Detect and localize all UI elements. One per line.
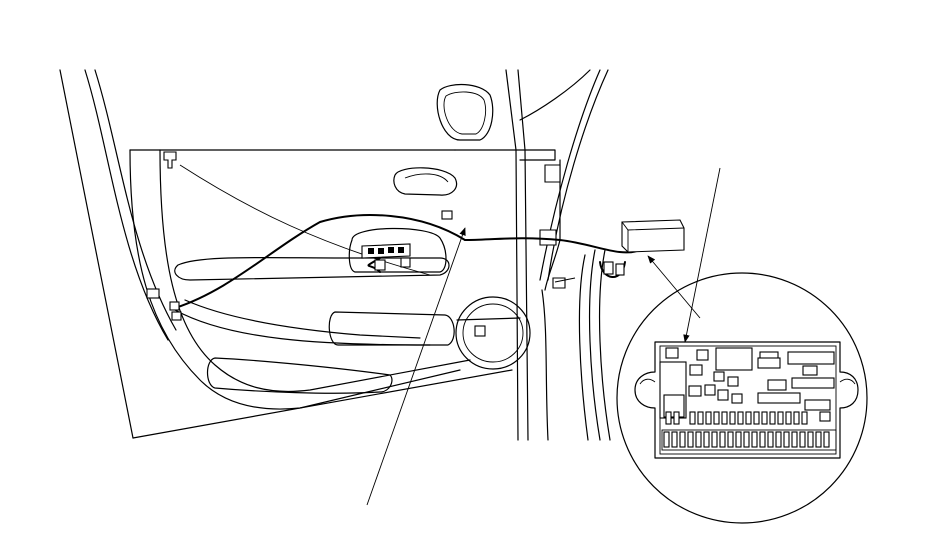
harness-connector <box>615 263 625 276</box>
body-pillar <box>505 69 611 441</box>
door-frame <box>59 69 556 439</box>
callout-fuse-box-location <box>683 167 721 343</box>
harness-connector <box>400 257 411 268</box>
harness-connector <box>374 259 386 271</box>
fuse-relay-box <box>621 219 685 253</box>
harness-connector <box>474 325 486 337</box>
fuse-box-detail-view <box>616 272 868 524</box>
harness-connector <box>603 261 614 275</box>
door-trim-panel <box>146 149 531 394</box>
harness-connector <box>171 311 182 321</box>
harness-connector <box>441 210 453 220</box>
fuse-row <box>663 431 830 448</box>
harness-connector <box>169 301 180 311</box>
wiring-harness <box>169 210 646 337</box>
door-mirror <box>436 84 494 141</box>
callout-leaders <box>366 167 721 506</box>
fuse-row-upper <box>665 411 808 425</box>
callout-fuse-box-detail <box>647 255 701 319</box>
callout-door-harness <box>366 227 466 506</box>
